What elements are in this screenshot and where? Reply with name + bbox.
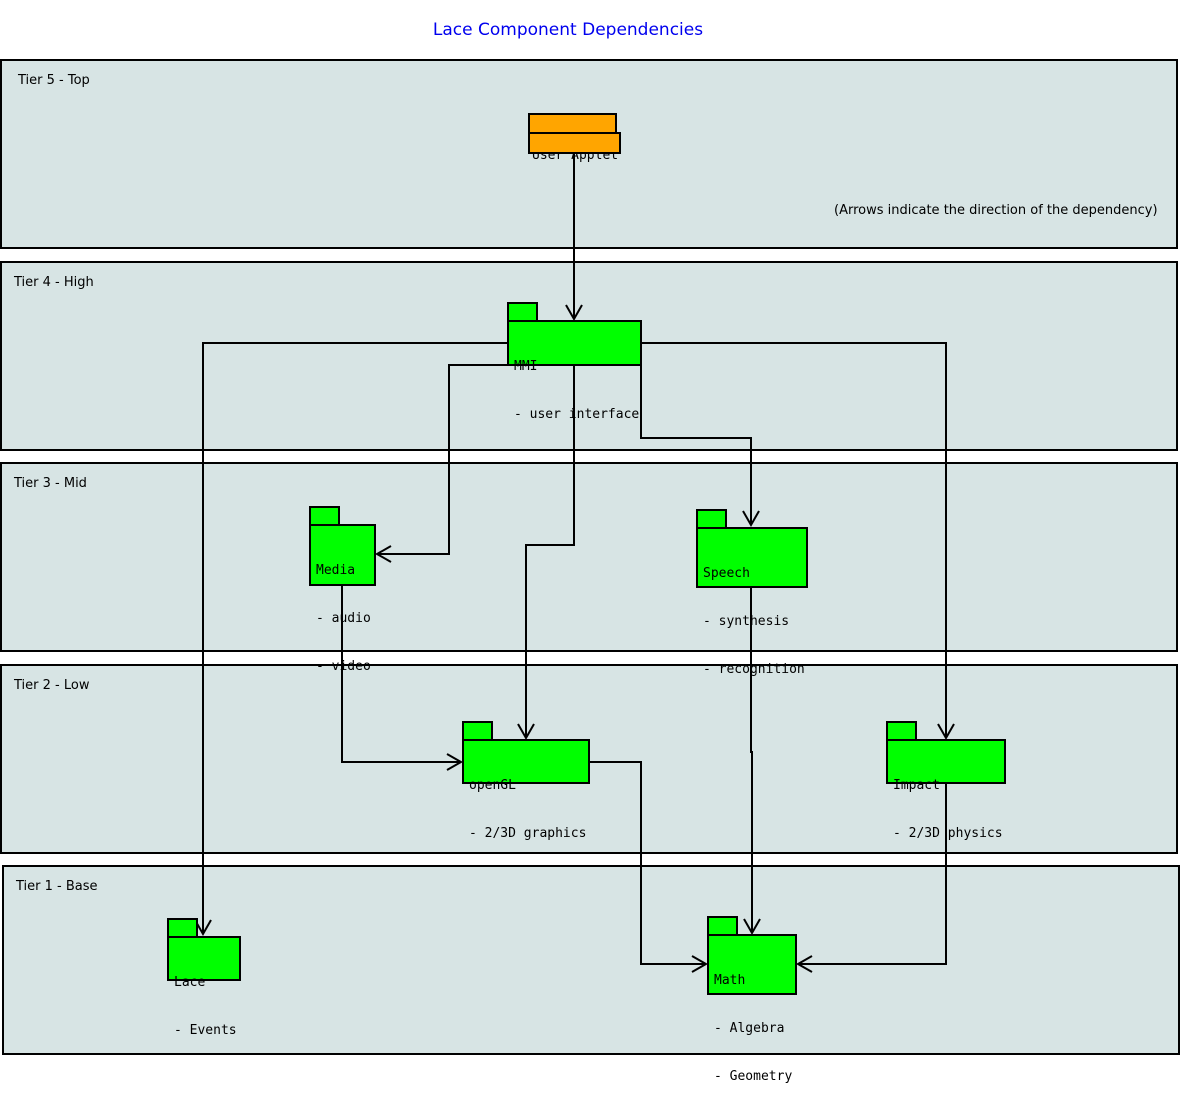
tier-label: Tier 1 - Base (16, 879, 98, 894)
package-speech-tab (696, 509, 727, 529)
package-user-applet (528, 132, 621, 154)
tier-label: Tier 2 - Low (14, 678, 90, 693)
package-media-tab (309, 506, 340, 526)
package-name: Lace (174, 975, 206, 990)
package-impact: Impact - 2/3D physics (886, 739, 1006, 841)
package-detail: - 2/3D graphics (469, 826, 587, 841)
package-name: Math (714, 973, 746, 988)
tier-label: Tier 3 - Mid (14, 476, 87, 491)
package-math: Math - Algebra - Geometry (707, 934, 797, 1084)
package-mmi-tab (507, 302, 538, 322)
package-name: MMI (514, 359, 538, 374)
package-name: openGL (469, 778, 516, 793)
diagram-title: Lace Component Dependencies (432, 20, 704, 40)
package-mmi: MMI - user interface (507, 320, 642, 422)
package-detail: - Algebra (714, 1021, 785, 1036)
package-detail: - video (316, 659, 371, 674)
package-speech: Speech - synthesis - recognition (696, 527, 808, 677)
package-opengl: openGL - 2/3D graphics (462, 739, 590, 841)
package-opengl-tab (462, 721, 493, 741)
package-impact-tab (886, 721, 917, 741)
package-lace-tab (167, 918, 198, 938)
tier-3-mid: Tier 3 - Mid (0, 462, 1178, 652)
package-detail: - Events (174, 1023, 237, 1038)
package-math-tab (707, 916, 738, 936)
package-name: Speech (703, 566, 750, 581)
tier-5-top: Tier 5 - Top (Arrows indicate the direct… (0, 59, 1178, 249)
package-detail: - Geometry (714, 1069, 793, 1084)
package-lace: Lace - Events (167, 936, 241, 1038)
package-detail: - user interface (514, 407, 640, 422)
package-detail: - audio (316, 611, 371, 626)
package-media: Media - audio - video (309, 524, 376, 674)
tier-label: Tier 4 - High (14, 275, 94, 290)
package-detail: - recognition (703, 662, 805, 677)
tier-label: Tier 5 - Top (18, 73, 90, 88)
package-detail: - synthesis (703, 614, 790, 629)
package-name: Media (316, 563, 356, 578)
dependency-note: (Arrows indicate the direction of the de… (834, 203, 1158, 218)
package-detail: - 2/3D physics (893, 826, 1003, 841)
package-user-applet-tab: User Applet (528, 113, 618, 163)
package-name: Impact (893, 778, 940, 793)
